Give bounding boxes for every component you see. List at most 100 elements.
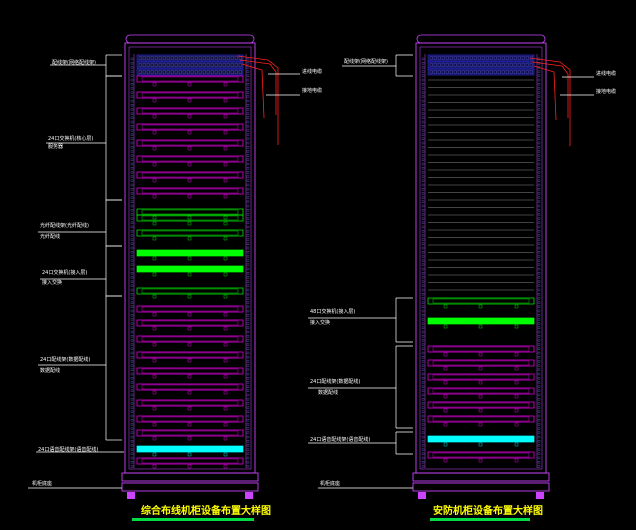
left-server-unit-handle	[187, 406, 192, 411]
left-switch-unit-face	[141, 215, 239, 221]
left-hole-left	[130, 70, 134, 73]
right-hole-left	[421, 263, 425, 266]
left-hole-right	[246, 104, 250, 107]
right-hole-left	[421, 440, 425, 443]
left-server-unit-face	[141, 352, 239, 358]
left-patch-panel	[136, 68, 244, 76]
left-hole-left	[130, 402, 134, 405]
right-hole-left	[421, 364, 425, 367]
right-patch-port	[453, 70, 457, 74]
left-switch-unit-handle	[187, 272, 192, 277]
left-hole-right	[246, 314, 250, 317]
left-hole-left	[130, 410, 134, 413]
right-server-unit-face	[432, 452, 530, 458]
left-server-unit	[136, 351, 244, 359]
right-hole-left	[421, 120, 425, 124]
left-hole-left	[130, 246, 134, 250]
left-hole-left	[130, 444, 134, 447]
right-hole-left	[421, 162, 425, 166]
right-server-unit-handle	[514, 408, 519, 413]
right-switch-unit-handle	[478, 304, 483, 309]
left-hole-left	[130, 116, 134, 119]
left-server-unit	[136, 139, 244, 147]
left-switch-unit-face	[141, 250, 239, 256]
left-hole-left	[130, 461, 134, 464]
right-hole-right	[537, 108, 541, 111]
right-patch-port	[529, 63, 533, 67]
left-hole-right	[246, 318, 250, 321]
left-server-unit-handle	[223, 98, 228, 103]
right-hole-right	[537, 318, 541, 321]
left-server-unit-face	[141, 306, 239, 312]
left-patch-port	[162, 63, 166, 67]
left-hole-right	[246, 183, 250, 187]
left-patch-port	[210, 70, 214, 74]
left-switch-unit	[136, 287, 244, 295]
left-hole-left	[130, 78, 134, 82]
left-cable-3	[241, 63, 265, 119]
right-server-unit-handle	[443, 380, 448, 385]
right-patch-port	[525, 70, 529, 74]
right-hole-right	[537, 242, 541, 245]
right-patch-panel	[427, 68, 535, 76]
left-switch-unit-handle	[152, 272, 157, 277]
left-server-unit-face	[141, 124, 239, 130]
left-patch-port	[190, 70, 194, 74]
right-server-unit-handle	[514, 366, 519, 371]
left-server-unit-handle	[152, 130, 157, 135]
left-server-unit-handle	[223, 178, 228, 183]
left-label-bottom-unit: 24口语音配线架(语音配线)	[38, 446, 98, 453]
left-patch-port	[226, 56, 230, 60]
right-server-unit-handle	[443, 366, 448, 371]
right-hole-left	[421, 272, 425, 275]
left-patch-port	[198, 70, 202, 74]
left-server-unit	[136, 429, 244, 437]
left-hole-left	[130, 452, 134, 455]
right-hole-right	[537, 280, 541, 283]
left-patch-port	[234, 63, 238, 67]
right-patch-port	[453, 63, 457, 67]
right-hole-right	[537, 125, 541, 128]
left-hole-right	[246, 112, 250, 115]
left-hole-left	[130, 196, 134, 199]
left-hole-right	[246, 225, 250, 229]
left-label-group1-a: 24口交换机(核心层)	[48, 135, 93, 142]
right-server-unit-handle	[478, 366, 483, 371]
right-title-underline	[430, 518, 530, 521]
right-cable-label-bottom: 接地电缆	[596, 88, 616, 95]
right-switch-unit-handle	[443, 304, 448, 309]
right-hole-right	[537, 414, 541, 418]
left-patch-port	[222, 56, 226, 60]
left-patch-port	[150, 70, 154, 74]
left-patch-port	[194, 70, 198, 74]
left-server-unit	[136, 123, 244, 131]
right-patch-port	[473, 56, 477, 60]
right-server-unit-handle	[478, 394, 483, 399]
left-patch-port	[182, 56, 186, 60]
right-label-group1-a: 48口交换机(接入层)	[310, 308, 355, 315]
right-patch-port	[529, 70, 533, 74]
left-hole-right	[246, 70, 250, 73]
left-hole-right	[246, 171, 250, 174]
right-hole-right	[537, 209, 541, 212]
right-label-bottom-unit: 24口语音配线架(语音配线)	[310, 436, 370, 443]
left-hole-left	[130, 146, 134, 149]
right-hole-left	[421, 175, 425, 178]
right-hole-right	[537, 385, 541, 388]
right-hole-left	[421, 192, 425, 195]
right-foot-left	[418, 492, 426, 499]
left-server-unit-handle	[223, 390, 228, 395]
left-server-unit	[136, 187, 244, 195]
left-patch-panel	[136, 54, 244, 62]
left-patch-port	[170, 56, 174, 60]
left-server-unit-handle	[187, 146, 192, 151]
right-patch-port	[465, 63, 469, 67]
left-server-unit	[136, 305, 244, 313]
right-hole-right	[537, 267, 541, 271]
left-hole-right	[246, 209, 250, 212]
left-server-unit-handle	[152, 194, 157, 199]
left-server-unit	[136, 155, 244, 163]
right-server-unit	[427, 401, 535, 409]
left-patch-port	[162, 70, 166, 74]
left-patch-port	[194, 56, 198, 60]
